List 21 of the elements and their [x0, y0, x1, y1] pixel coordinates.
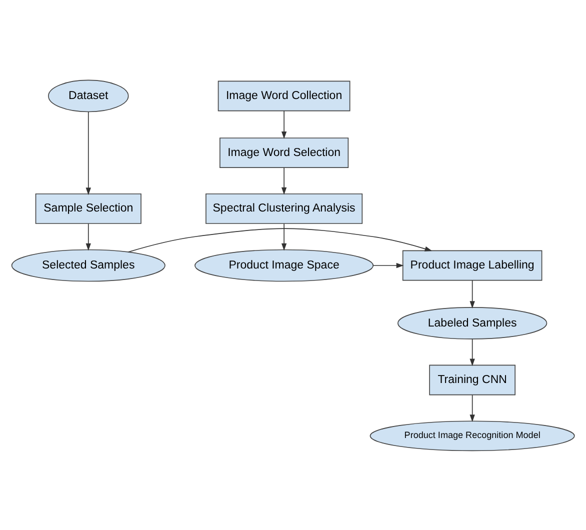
- arrow: [281, 166, 287, 194]
- arrow: [372, 262, 404, 268]
- arrow: [470, 280, 475, 308]
- arrow: [86, 222, 91, 250]
- node-box: Spectral Clustering Analysis: [206, 192, 363, 224]
- arrow: [128, 228, 432, 252]
- node-ellipse: Product Image Recognition Model: [370, 420, 575, 451]
- arrow: [470, 394, 475, 422]
- arrow: [281, 222, 287, 250]
- arrow: [86, 110, 91, 195]
- node-box: Image Word Selection: [220, 137, 349, 168]
- node-ellipse: Dataset: [48, 79, 129, 112]
- arrow: [281, 110, 287, 138]
- node-ellipse: Product Image Space: [194, 248, 374, 282]
- node-ellipse: Selected Samples: [11, 248, 166, 282]
- node-ellipse: Labeled Samples: [398, 306, 548, 339]
- node-box: Product Image Labelling: [402, 250, 542, 280]
- node-box: Training CNN: [429, 364, 516, 395]
- node-box: Sample Selection: [35, 192, 142, 224]
- node-box: Image Word Collection: [218, 80, 350, 111]
- arrow: [470, 338, 475, 366]
